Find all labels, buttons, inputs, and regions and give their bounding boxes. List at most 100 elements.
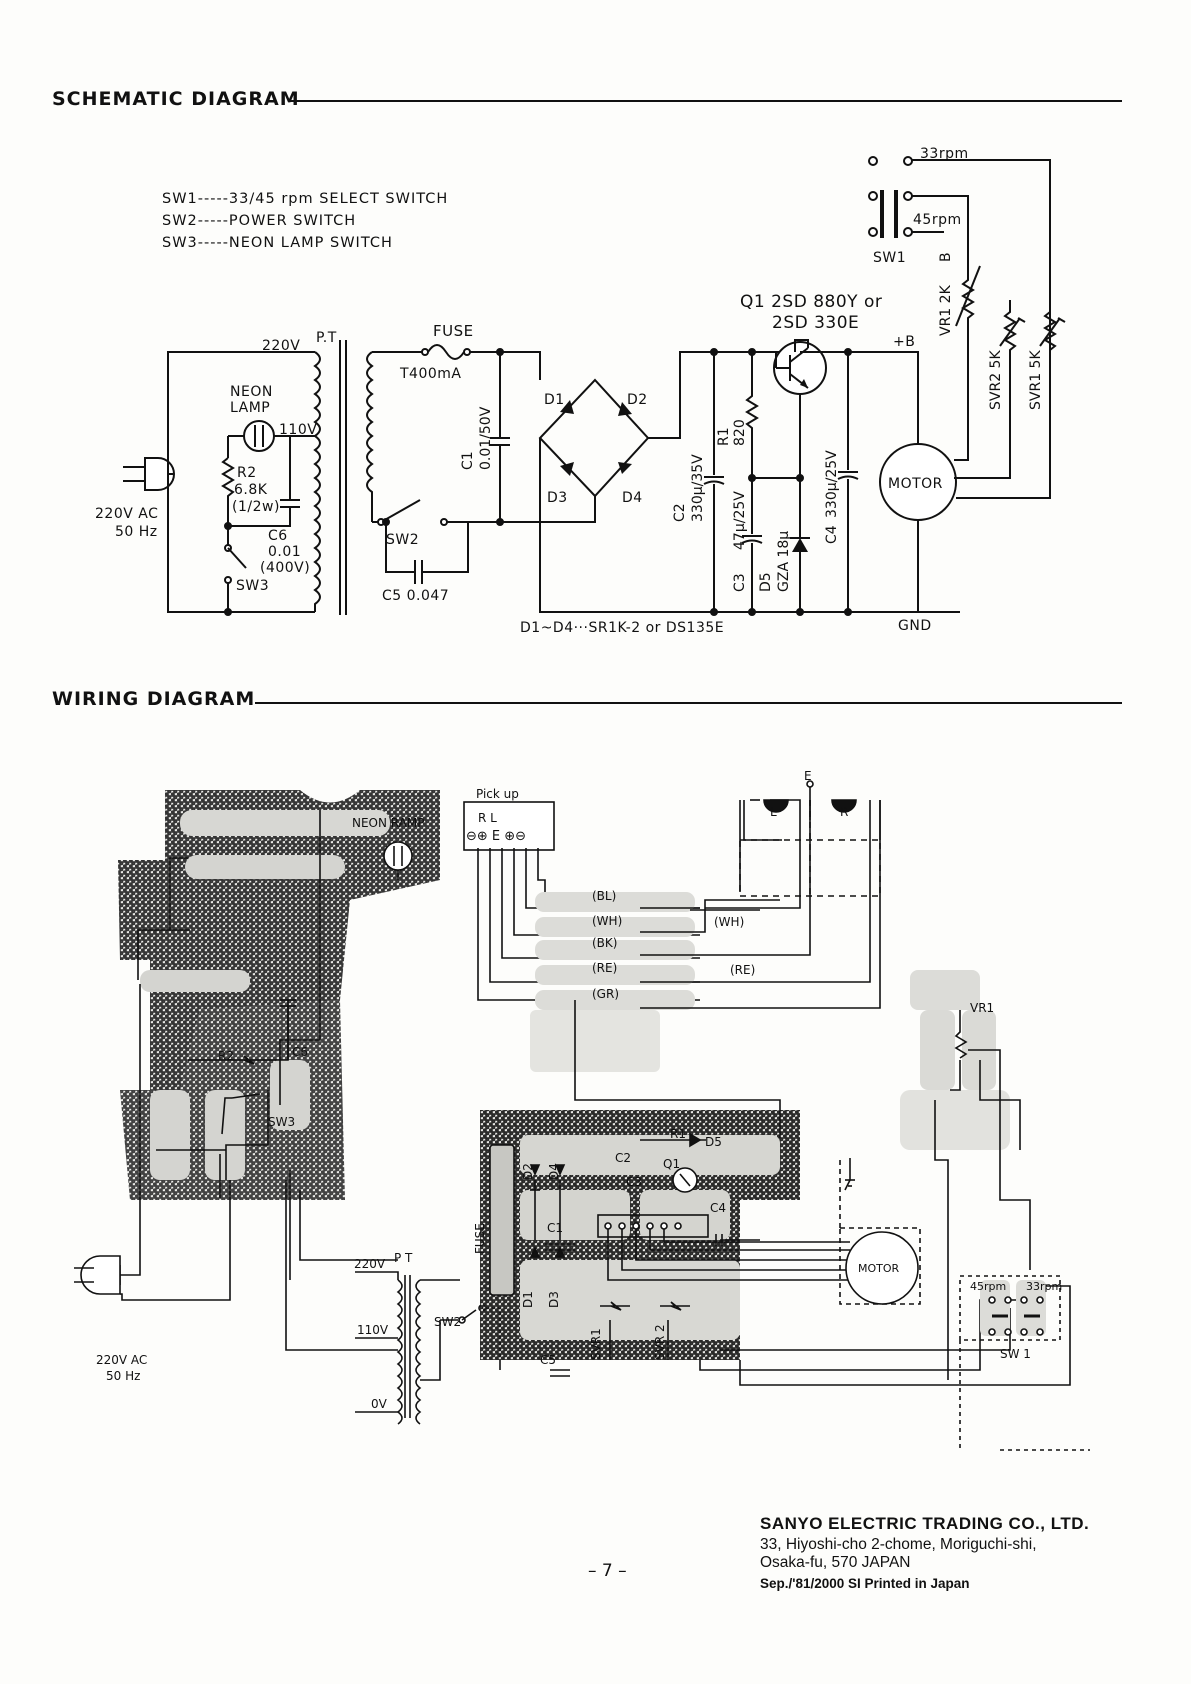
label-neon-1: NEON [230,384,273,400]
label-r1: R1 [716,427,732,446]
vr1-board [900,970,1010,1150]
wlabel-vr1: VR1 [970,1001,994,1015]
company-address-2: Osaka-fu, 570 JAPAN [760,1554,911,1571]
company-name: SANYO ELECTRIC TRADING CO., LTD. [760,1514,1090,1533]
label-gnd: GND [898,618,932,634]
label-ac-frequency: 50 Hz [115,524,158,540]
label-svr1: SVR1 5K [1028,350,1044,410]
pt-primary-coil [313,351,321,612]
label-c3-value: 47μ/25V [732,491,748,550]
label-220v: 220V [262,338,300,354]
wlabel-33rpm: 33rpm [1026,1280,1062,1293]
left-wiring [74,810,398,1351]
motor-part [699,1158,1071,1386]
label-r2-watt: (1/2w) [232,499,280,515]
company-address-1: 33, Hiyoshi-cho 2-chome, Moriguchi-shi, [760,1536,1037,1553]
wlabel-re-2: (RE) [730,963,755,977]
legend-sw1: SW1-----33/45 rpm SELECT SWITCH [162,191,449,207]
label-c1-value: 0.01/50V [478,406,494,470]
wlabel-d4: D4 [547,1163,561,1180]
label-r2: R2 [237,465,257,481]
wlabel-sw1: SW 1 [1000,1347,1031,1361]
legend-sw2: SW2-----POWER SWITCH [162,213,357,229]
label-sw3: SW3 [236,578,269,594]
wlabel-c2: C2 [615,1151,631,1165]
primary-wire [167,351,315,474]
wiring-labels: NEON RAMP Pick up R L ⊖⊕ E ⊕⊖ L R E (BL)… [96,769,1062,1411]
primary-return-wire [167,474,315,613]
motor-symbol [879,443,957,612]
wlabel-gr: (GR) [592,987,619,1001]
wlabel-neon: NEON RAMP [352,816,424,830]
wlabel-c1: C1 [547,1221,563,1235]
label-r2-value: 6.8K [234,482,268,498]
label-c2-value: 330μ/35V [690,454,706,522]
wlabel-e: E [804,769,812,783]
label-r1-value: 820 [732,419,748,446]
dc-regulator [703,339,919,616]
label-vr1: VR1 2K [938,284,954,336]
schematic-title: SCHEMATIC DIAGRAM [52,88,300,110]
label-c1: C1 [460,451,476,470]
wlabel-motor: MOTOR [858,1262,900,1275]
wlabel-bk: (BK) [592,936,617,950]
company-block: SANYO ELECTRIC TRADING CO., LTD. 33, Hiy… [760,1514,1089,1591]
wlabel-fuse: FUSE [473,1223,487,1254]
wlabel-wh-2: (WH) [714,915,744,929]
label-fuse: FUSE [433,322,474,340]
wlabel-220v: 220V [354,1257,386,1271]
schematic-labels: 220V P.T FUSE T400mA NEON LAMP 110V R2 6… [95,146,1044,636]
label-b: B [938,252,954,262]
label-c4: C4 [824,525,840,544]
wlabel-c5: C5 [540,1353,556,1367]
wiring-title-rule [255,702,1122,704]
wlabel-d5: D5 [705,1135,722,1149]
wlabel-ac-voltage: 220V AC [96,1353,147,1367]
wlabel-d1: D1 [521,1291,535,1308]
cable-shield-box [739,800,881,897]
wlabel-wh: (WH) [592,914,622,928]
wlabel-pickup-symbols: ⊖⊕ E ⊕⊖ [466,829,526,844]
label-c6-value: 0.01 [268,544,301,560]
wlabel-svr1: SVR1 [589,1328,603,1360]
label-110v: 110V [279,422,317,438]
wlabel-re: (RE) [592,961,617,975]
label-c3: C3 [732,573,748,592]
label-c2: C2 [672,503,688,522]
print-info: Sep./'81/2000 SI Printed in Japan [760,1576,970,1591]
label-motor: MOTOR [888,476,943,492]
label-plus-b: +B [893,334,915,350]
regulator-pcb-parts [489,1132,860,1377]
wlabel-d3: D3 [547,1291,561,1308]
wlabel-r2: R2 [218,1049,234,1063]
label-neon-2: LAMP [230,400,270,416]
label-sw1: SW1 [873,250,906,266]
wlabel-sw2: SW2 [434,1315,461,1329]
wlabel-svr2: SVR 2 [653,1324,667,1360]
wlabel-d2: D2 [521,1163,535,1180]
label-fuse-rating: T400mA [399,366,462,382]
label-d3: D3 [547,490,568,506]
wlabel-ac-frequency: 50 Hz [106,1369,140,1383]
wlabel-c3: C3 [626,1175,642,1189]
label-45rpm: 45rpm [913,212,962,228]
wlabel-r1: R1 [670,1127,686,1141]
label-33rpm: 33rpm [920,146,969,162]
label-pt: P.T [316,330,337,346]
wlabel-r: R [840,805,848,819]
power-transformer [355,1271,460,1425]
label-c5: C5 0.047 [382,588,449,604]
label-diodes-spec: D1~D4···SR1K-2 or DS135E [520,620,724,636]
label-c6-voltage: (400V) [260,560,310,576]
label-q1-line2: 2SD 330E [772,313,859,333]
page-number: – 7 – [588,1561,627,1581]
label-svr2: SVR2 5K [988,350,1004,410]
bridge-rectifier [538,351,960,613]
wiring-title: WIRING DIAGRAM [52,688,256,710]
wlabel-c6: C6 [292,1045,308,1059]
speed-control [868,156,1066,499]
label-d5-value: GZA 18μ [776,531,792,592]
wlabel-0v: 0V [371,1397,388,1411]
label-d5: D5 [758,572,774,592]
fuse-secondary [372,344,596,584]
